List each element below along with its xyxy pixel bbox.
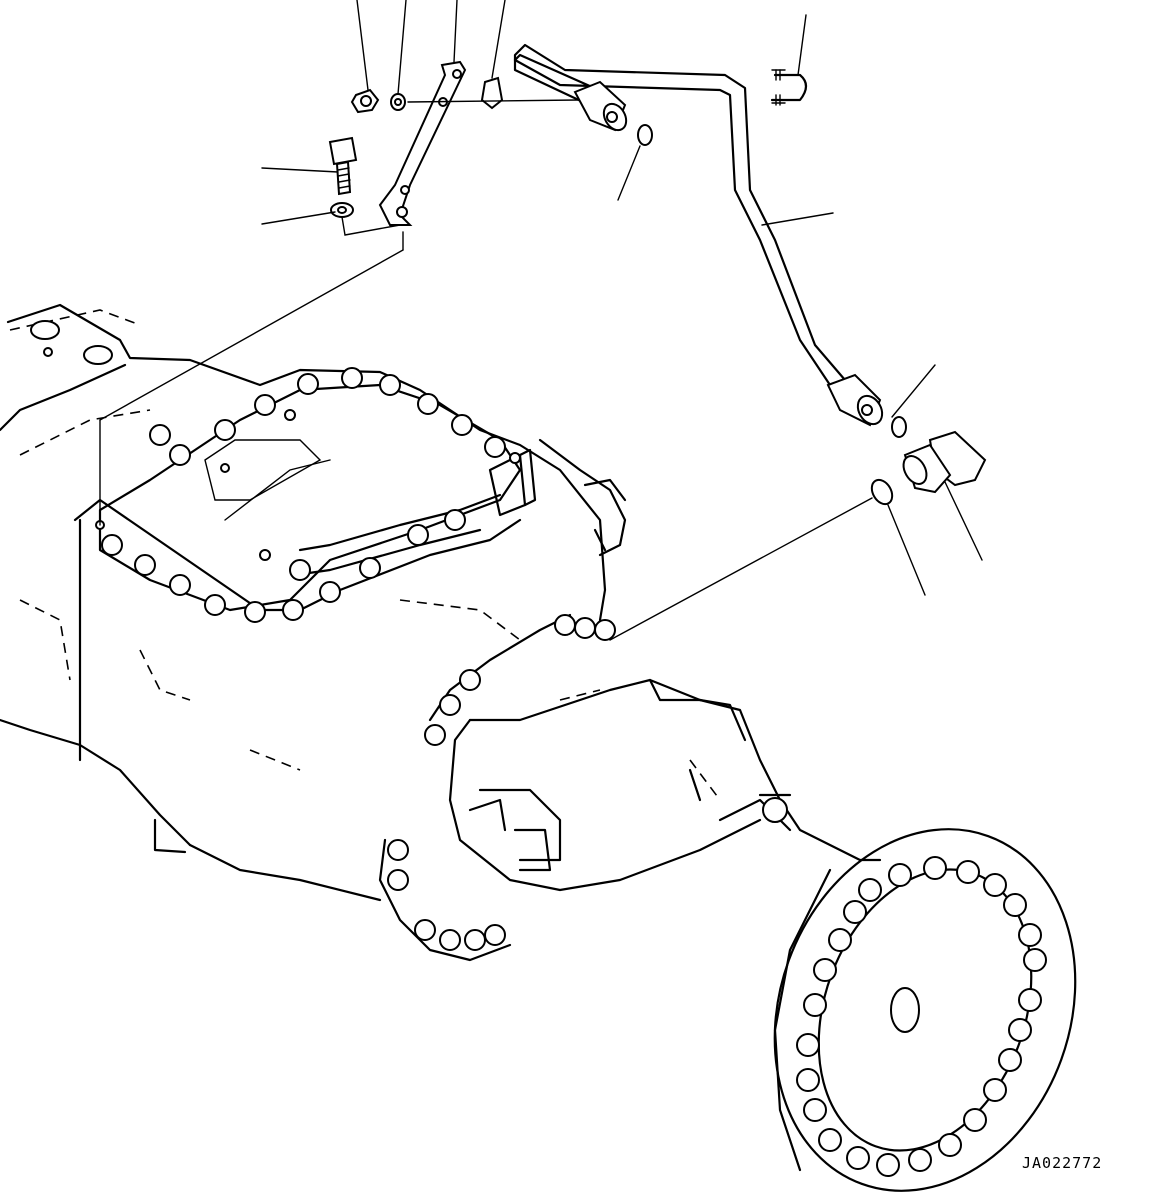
drawing-code-label: JA022772 (1022, 1154, 1103, 1172)
tube-clip (480, 76, 504, 110)
o-ring-upper (637, 124, 653, 146)
oil-tube (513, 43, 847, 387)
center-flange (378, 613, 616, 962)
wheel-hub-flange (773, 828, 1077, 1192)
axle-housing (0, 303, 721, 902)
o-ring-elbow (870, 478, 894, 506)
hex-bolt (328, 136, 358, 196)
differential-side-boss (538, 438, 627, 557)
o-ring-lower (891, 416, 907, 438)
tube-fitting-lower (826, 373, 884, 427)
tube-fitting-upper (573, 80, 628, 132)
mounting-bracket (378, 60, 467, 226)
leader-lines (99, 0, 983, 641)
cover-bolt-row (101, 367, 506, 623)
cover-bracket (488, 448, 537, 517)
bolt-washer-hole (337, 206, 347, 214)
axle-tube-right (448, 678, 882, 892)
elbow-adapter (902, 430, 987, 494)
u-clamp (770, 69, 808, 106)
nut-and-washer (350, 88, 406, 114)
